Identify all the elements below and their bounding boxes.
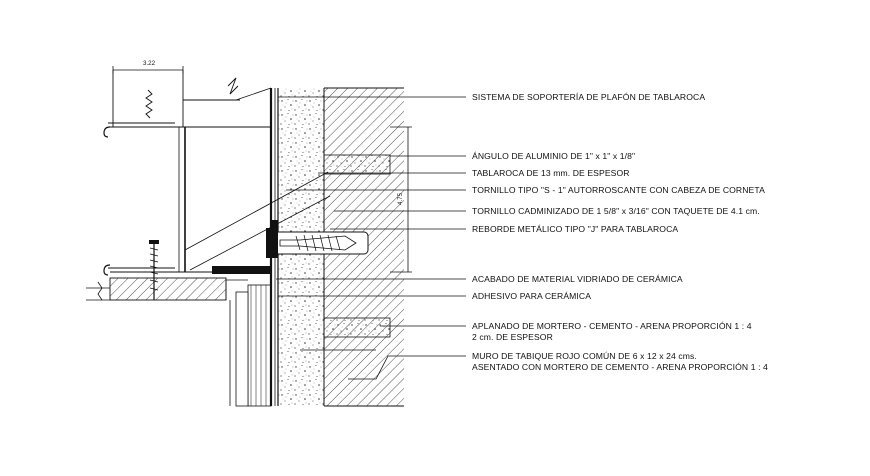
label-muro-2: ASENTADO CON MORTERO DE CEMENTO - ARENA … (472, 362, 768, 372)
dimension-top: 3.22 (112, 60, 184, 74)
label-aplanado-2: 2 cm. DE ESPESOR (472, 332, 553, 342)
label-tornillo-s: TORNILLO TIPO "S - 1" AUTORROSCANTE CON … (472, 185, 765, 195)
label-tornillo-cad: TORNILLO CADMINIZADO DE 1 5/8" x 3/16" C… (472, 206, 760, 216)
leader-lines (276, 96, 466, 380)
dimension-side-value: 4.75 (397, 192, 404, 205)
ceiling-board (86, 266, 272, 301)
suspension-hanger (112, 70, 272, 127)
label-angulo: ÁNGULO DE ALUMINIO DE 1" x 1" x 1/8" (472, 151, 635, 161)
diagonal-lines (184, 171, 331, 271)
label-muro: MURO DE TABIQUE ROJO COMÚN DE 6 x 12 x 2… (472, 351, 697, 361)
label-tablaroca: TABLAROCA DE 13 mm. DE ESPESOR (472, 168, 630, 178)
dimension-side: 4.75 (390, 126, 412, 273)
label-adhesivo: ADHESIVO PARA CERÁMICA (472, 291, 591, 301)
label-reborde: REBORDE METÁLICO TIPO "J" PARA TABLAROCA (472, 224, 678, 234)
anchor-bolt (266, 220, 369, 258)
lower-wall-section (225, 279, 272, 407)
label-soporteria: SISTEMA DE SOPORTERÍA DE PLAFÓN DE TABLA… (472, 92, 705, 102)
label-aplanado: APLANADO DE MORTERO - CEMENTO - ARENA PR… (472, 321, 752, 331)
label-acabado: ACABADO DE MATERIAL VIDRIADO DE CERÁMICA (472, 274, 683, 284)
dimension-top-value: 3.22 (143, 60, 156, 67)
ceiling-channel (103, 122, 270, 276)
callout-labels: SISTEMA DE SOPORTERÍA DE PLAFÓN DE TABLA… (472, 92, 768, 372)
drywall-screw (149, 240, 159, 300)
